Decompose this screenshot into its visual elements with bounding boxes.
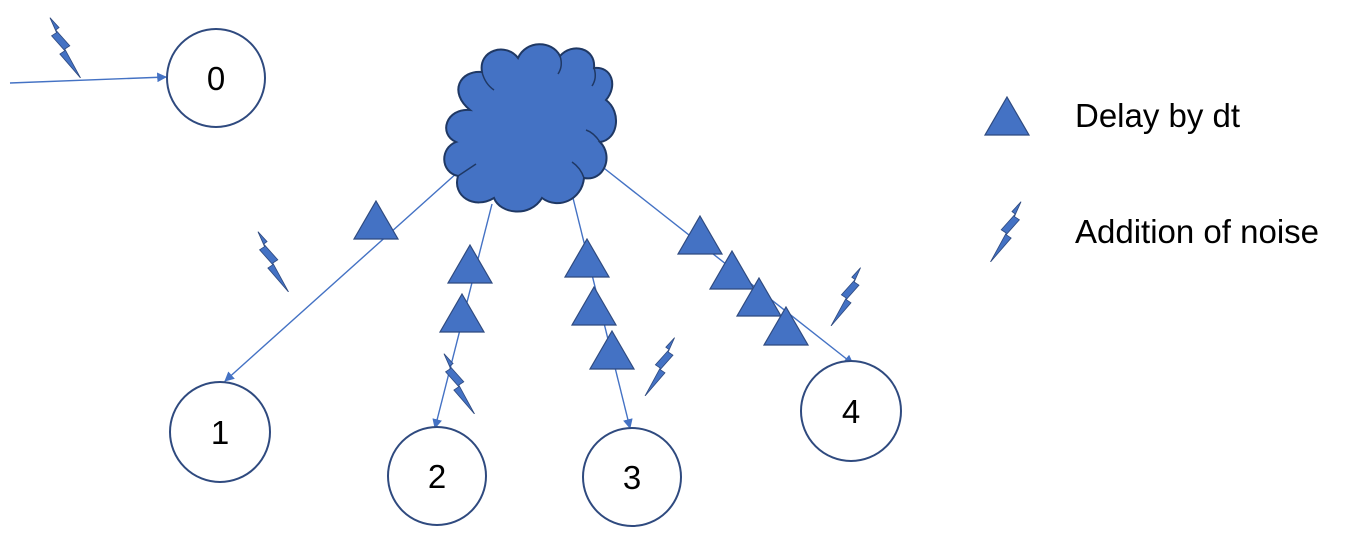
node-1-label: 1 [211,414,229,451]
lightning-icon [830,267,862,326]
legend-triangle-icon [984,96,1030,136]
triangle-icon [439,293,485,333]
legend-noise-label: Addition of noise [1075,213,1319,250]
node-0-label: 0 [207,60,225,97]
legend-lightning-icon [989,201,1022,262]
cloud-inner-line-2 [557,55,563,75]
triangle-icon [677,215,723,255]
triangle-icon [353,200,399,240]
cloud-shape [443,43,618,213]
lightning-icon [49,17,82,78]
node-3-label: 3 [623,459,641,496]
triangle-icon [447,244,493,284]
lightning-icon [257,231,290,292]
node-4-label: 4 [842,393,860,430]
cloud-inner-line-4 [585,129,601,143]
lightning-icon [644,337,676,396]
legend-delay-label: Delay by dt [1075,97,1240,134]
cloud-inner-line-1 [481,71,495,91]
triangle-icon [564,238,610,278]
node-2-label: 2 [428,458,446,495]
input-edge [9,72,167,84]
cloud-inner-line-5 [571,161,585,179]
triangle-icon [589,330,635,370]
triangle-icon [571,286,617,326]
node-2: 2 [387,426,487,526]
node-3: 3 [582,427,682,527]
lightning-icon [443,353,476,414]
legend: Delay by dt Addition of noise [984,96,1319,262]
node-1: 1 [169,381,271,483]
node-4: 4 [800,360,902,462]
cloud-inner-line-6 [457,163,477,177]
node-0: 0 [166,28,266,128]
edge-cloud-to-1 [224,171,459,382]
cloud-inner-line-3 [591,67,597,87]
